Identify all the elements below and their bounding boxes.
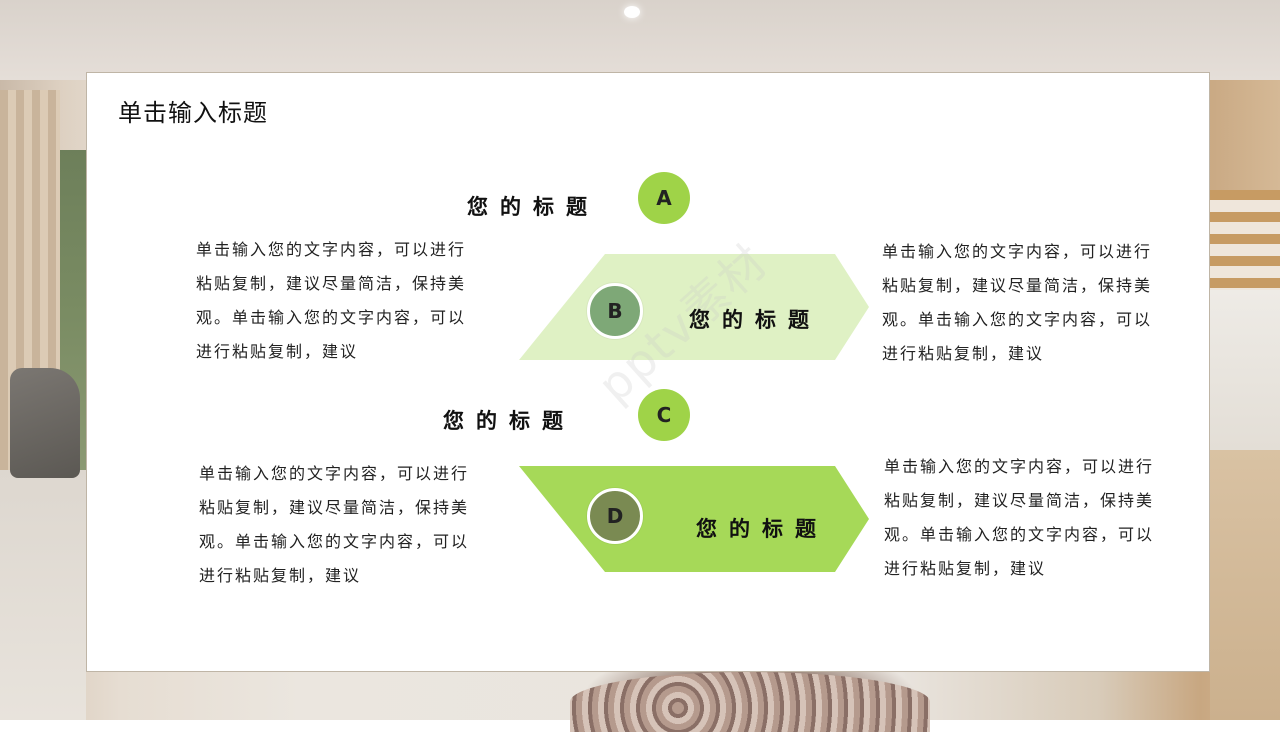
background-rug [570,672,930,732]
background-chair [10,368,80,478]
heading-d[interactable]: 您的标题 [696,516,828,541]
background-ceiling [0,0,1280,80]
background-wall [1210,290,1280,450]
badge-d: D [587,488,643,544]
heading-a[interactable]: 您的标题 [467,194,599,219]
slide-title[interactable]: 单击输入标题 [118,99,268,127]
badge-b-label: B [607,299,623,323]
badge-b: B [587,283,643,339]
background-floor [0,470,86,720]
background-counter [1210,450,1280,720]
ceiling-lamp [624,6,640,18]
text-b[interactable]: 单击输入您的文字内容，可以进行粘贴复制，建议尽量简洁，保持美观。单击输入您的文字… [882,242,1153,363]
badge-a-label: A [656,186,672,210]
badge-c-label: C [656,403,672,427]
text-a[interactable]: 单击输入您的文字内容，可以进行粘贴复制，建议尽量简洁，保持美观。单击输入您的文字… [196,240,467,361]
text-c[interactable]: 单击输入您的文字内容，可以进行粘贴复制，建议尽量简洁，保持美观。单击输入您的文字… [199,464,470,585]
badge-a: A [638,172,690,224]
heading-b[interactable]: 您的标题 [689,307,821,332]
heading-c[interactable]: 您的标题 [443,408,575,433]
text-d[interactable]: 单击输入您的文字内容，可以进行粘贴复制，建议尽量简洁，保持美观。单击输入您的文字… [884,457,1155,578]
badge-c: C [638,389,690,441]
badge-d-label: D [606,504,624,528]
slide-card: 单击输入标题 pptv素材 您的标题 A 单击输入您的文字内容，可以进行粘贴复制… [86,72,1210,672]
background-stairs [1210,190,1280,290]
